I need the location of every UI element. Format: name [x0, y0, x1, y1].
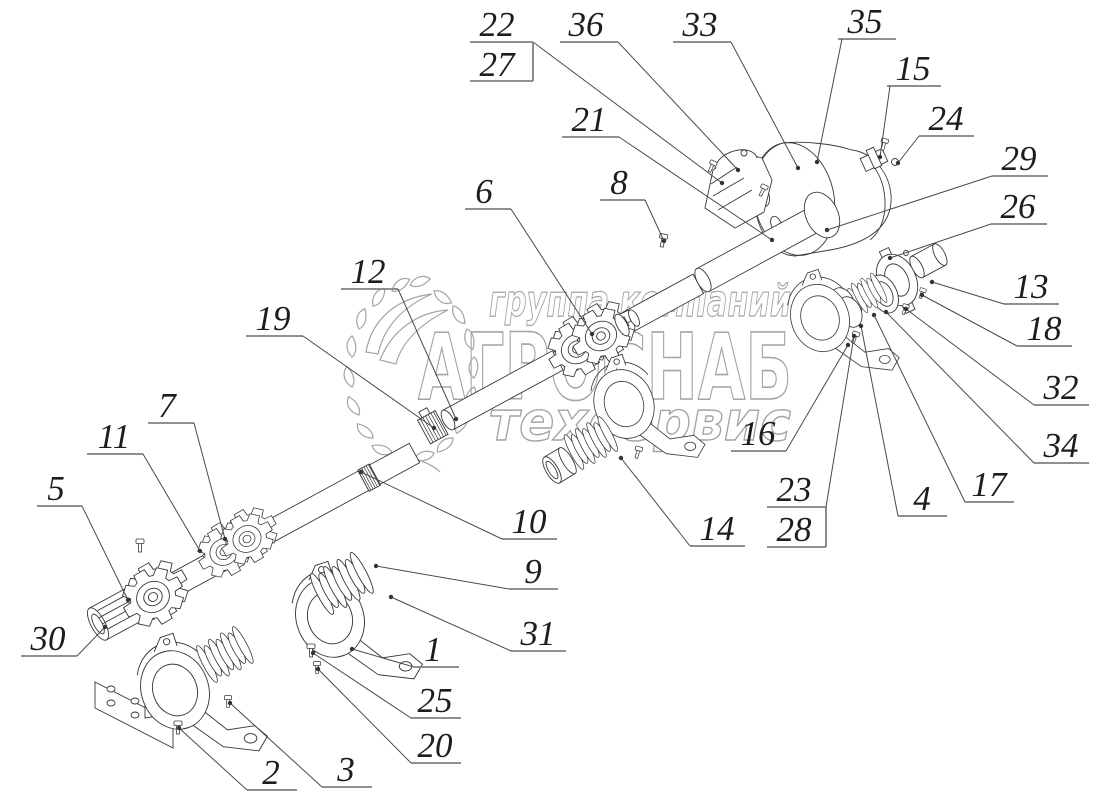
callout-32: 32	[903, 306, 1089, 407]
svg-text:20: 20	[418, 726, 454, 765]
bearing-parts-chain	[780, 243, 948, 371]
shaft-tube-3	[440, 350, 564, 431]
svg-text:11: 11	[98, 417, 130, 456]
callout-30: 30	[21, 619, 108, 658]
callout-16: 16	[731, 342, 851, 453]
callout-2: 2	[176, 725, 297, 792]
callout-33: 33	[673, 5, 801, 171]
svg-text:22: 22	[480, 5, 515, 44]
svg-text:23: 23	[777, 470, 812, 509]
svg-text:14: 14	[700, 509, 735, 548]
callout-1: 1	[349, 630, 459, 669]
callout-18: 18	[919, 292, 1072, 348]
svg-text:21: 21	[572, 100, 607, 139]
callout-22: 22	[470, 5, 725, 186]
svg-text:12: 12	[351, 252, 386, 291]
callout-15: 15	[877, 49, 941, 160]
svg-text:9: 9	[524, 552, 542, 591]
callout-25: 25	[310, 650, 461, 720]
svg-text:2: 2	[262, 753, 280, 792]
svg-text:33: 33	[682, 5, 718, 44]
svg-text:25: 25	[418, 681, 453, 720]
svg-text:24: 24	[929, 99, 964, 138]
svg-text:32: 32	[1043, 368, 1079, 407]
callout-34: 34	[883, 309, 1089, 465]
callout-10: 10	[358, 469, 557, 541]
shaft-tube-2	[250, 442, 421, 549]
svg-text:15: 15	[896, 49, 931, 88]
svg-text:5: 5	[47, 469, 65, 508]
callout-7: 7	[148, 386, 228, 542]
callout-17: 17	[871, 312, 1014, 504]
callout-11: 11	[87, 417, 203, 554]
callout-19: 19	[246, 299, 437, 431]
callout-24: 24	[895, 99, 974, 166]
callout-27: 27	[470, 42, 534, 84]
svg-text:7: 7	[158, 386, 177, 425]
bearing-assembly-2	[94, 624, 268, 752]
svg-text:6: 6	[475, 172, 493, 211]
callout-23: 23	[767, 333, 857, 509]
callout-9: 9	[373, 552, 558, 591]
callout-35: 35	[814, 2, 896, 165]
svg-text:27: 27	[480, 45, 517, 84]
exploded-view-drawing	[86, 137, 948, 752]
small-clamp	[859, 137, 899, 173]
svg-text:31: 31	[520, 614, 556, 653]
callout-12: 12	[341, 252, 459, 422]
svg-text:26: 26	[1001, 187, 1037, 226]
bearing-cup	[909, 243, 948, 279]
svg-text:28: 28	[777, 510, 813, 549]
callout-3: 3	[227, 700, 372, 789]
callout-5: 5	[37, 469, 131, 603]
svg-text:16: 16	[741, 414, 777, 453]
svg-text:10: 10	[512, 502, 548, 541]
callout-36: 36	[560, 5, 741, 173]
svg-text:17: 17	[972, 465, 1009, 504]
svg-text:18: 18	[1027, 309, 1063, 348]
callout-4: 4	[858, 323, 947, 518]
callout-6: 6	[465, 172, 595, 337]
svg-text:36: 36	[568, 5, 605, 44]
svg-text:4: 4	[913, 479, 931, 518]
svg-text:1: 1	[424, 630, 442, 669]
svg-text:30: 30	[30, 619, 67, 658]
svg-text:19: 19	[256, 299, 291, 338]
svg-text:13: 13	[1014, 267, 1049, 306]
callout-26: 26	[887, 187, 1047, 261]
svg-text:8: 8	[610, 163, 628, 202]
callout-31: 31	[388, 594, 566, 653]
callout-8: 8	[600, 163, 667, 244]
callout-13: 13	[929, 267, 1059, 306]
svg-text:34: 34	[1043, 426, 1079, 465]
svg-text:35: 35	[847, 2, 883, 41]
callout-21: 21	[562, 100, 775, 243]
drum-mount-bracket	[704, 149, 773, 229]
callout-14: 14	[618, 455, 745, 548]
callout-28: 28	[767, 507, 827, 549]
svg-text:3: 3	[336, 750, 355, 789]
bearing-assembly-1	[284, 549, 423, 680]
svg-text:29: 29	[1002, 139, 1037, 178]
callout-20: 20	[315, 666, 461, 765]
sprocket-couplings	[110, 232, 669, 636]
callout-29: 29	[824, 139, 1048, 233]
